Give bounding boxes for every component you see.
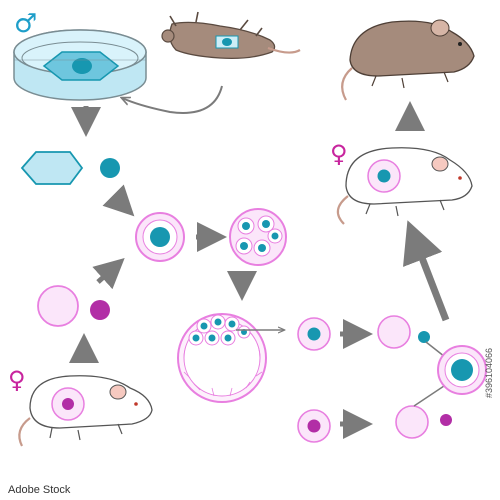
female-symbol-icon: ♀ xyxy=(8,366,26,394)
oocyte-icon xyxy=(297,317,331,351)
somatic-cell-icon xyxy=(20,151,84,185)
nucleus-icon xyxy=(440,414,452,426)
white-female-mouse-icon xyxy=(336,147,473,225)
male-symbol-icon: ♂ xyxy=(14,9,37,39)
nucleus-icon xyxy=(418,331,430,343)
petri-dish-icon xyxy=(13,29,147,101)
oocyte-icon xyxy=(437,345,487,395)
stock-image-id: #396104066 xyxy=(484,348,494,398)
white-female-mouse-icon xyxy=(18,375,153,447)
oocyte-icon xyxy=(37,285,79,327)
arrow-icon xyxy=(403,220,450,322)
oocyte-icon xyxy=(135,212,185,262)
oocyte-icon xyxy=(395,405,429,439)
arrow-icon xyxy=(122,85,223,114)
brown-donor-mouse-icon xyxy=(161,11,301,60)
stock-brand: Adobe Stock xyxy=(8,484,71,496)
nucleus-icon xyxy=(100,158,120,178)
arrow-icon xyxy=(92,257,125,290)
arrow-icon xyxy=(102,184,135,217)
nucleus-icon xyxy=(72,58,92,74)
blastocyst-icon xyxy=(177,313,267,403)
embryo-morula-icon xyxy=(229,208,287,266)
brown-cloned-mouse-icon xyxy=(341,19,475,101)
female-symbol-icon: ♀ xyxy=(330,140,348,168)
stock-watermark-bar: Adobe Stock xyxy=(0,482,500,500)
oocyte-icon xyxy=(297,409,331,443)
oocyte-icon xyxy=(377,315,411,349)
nucleus-icon xyxy=(90,300,110,320)
